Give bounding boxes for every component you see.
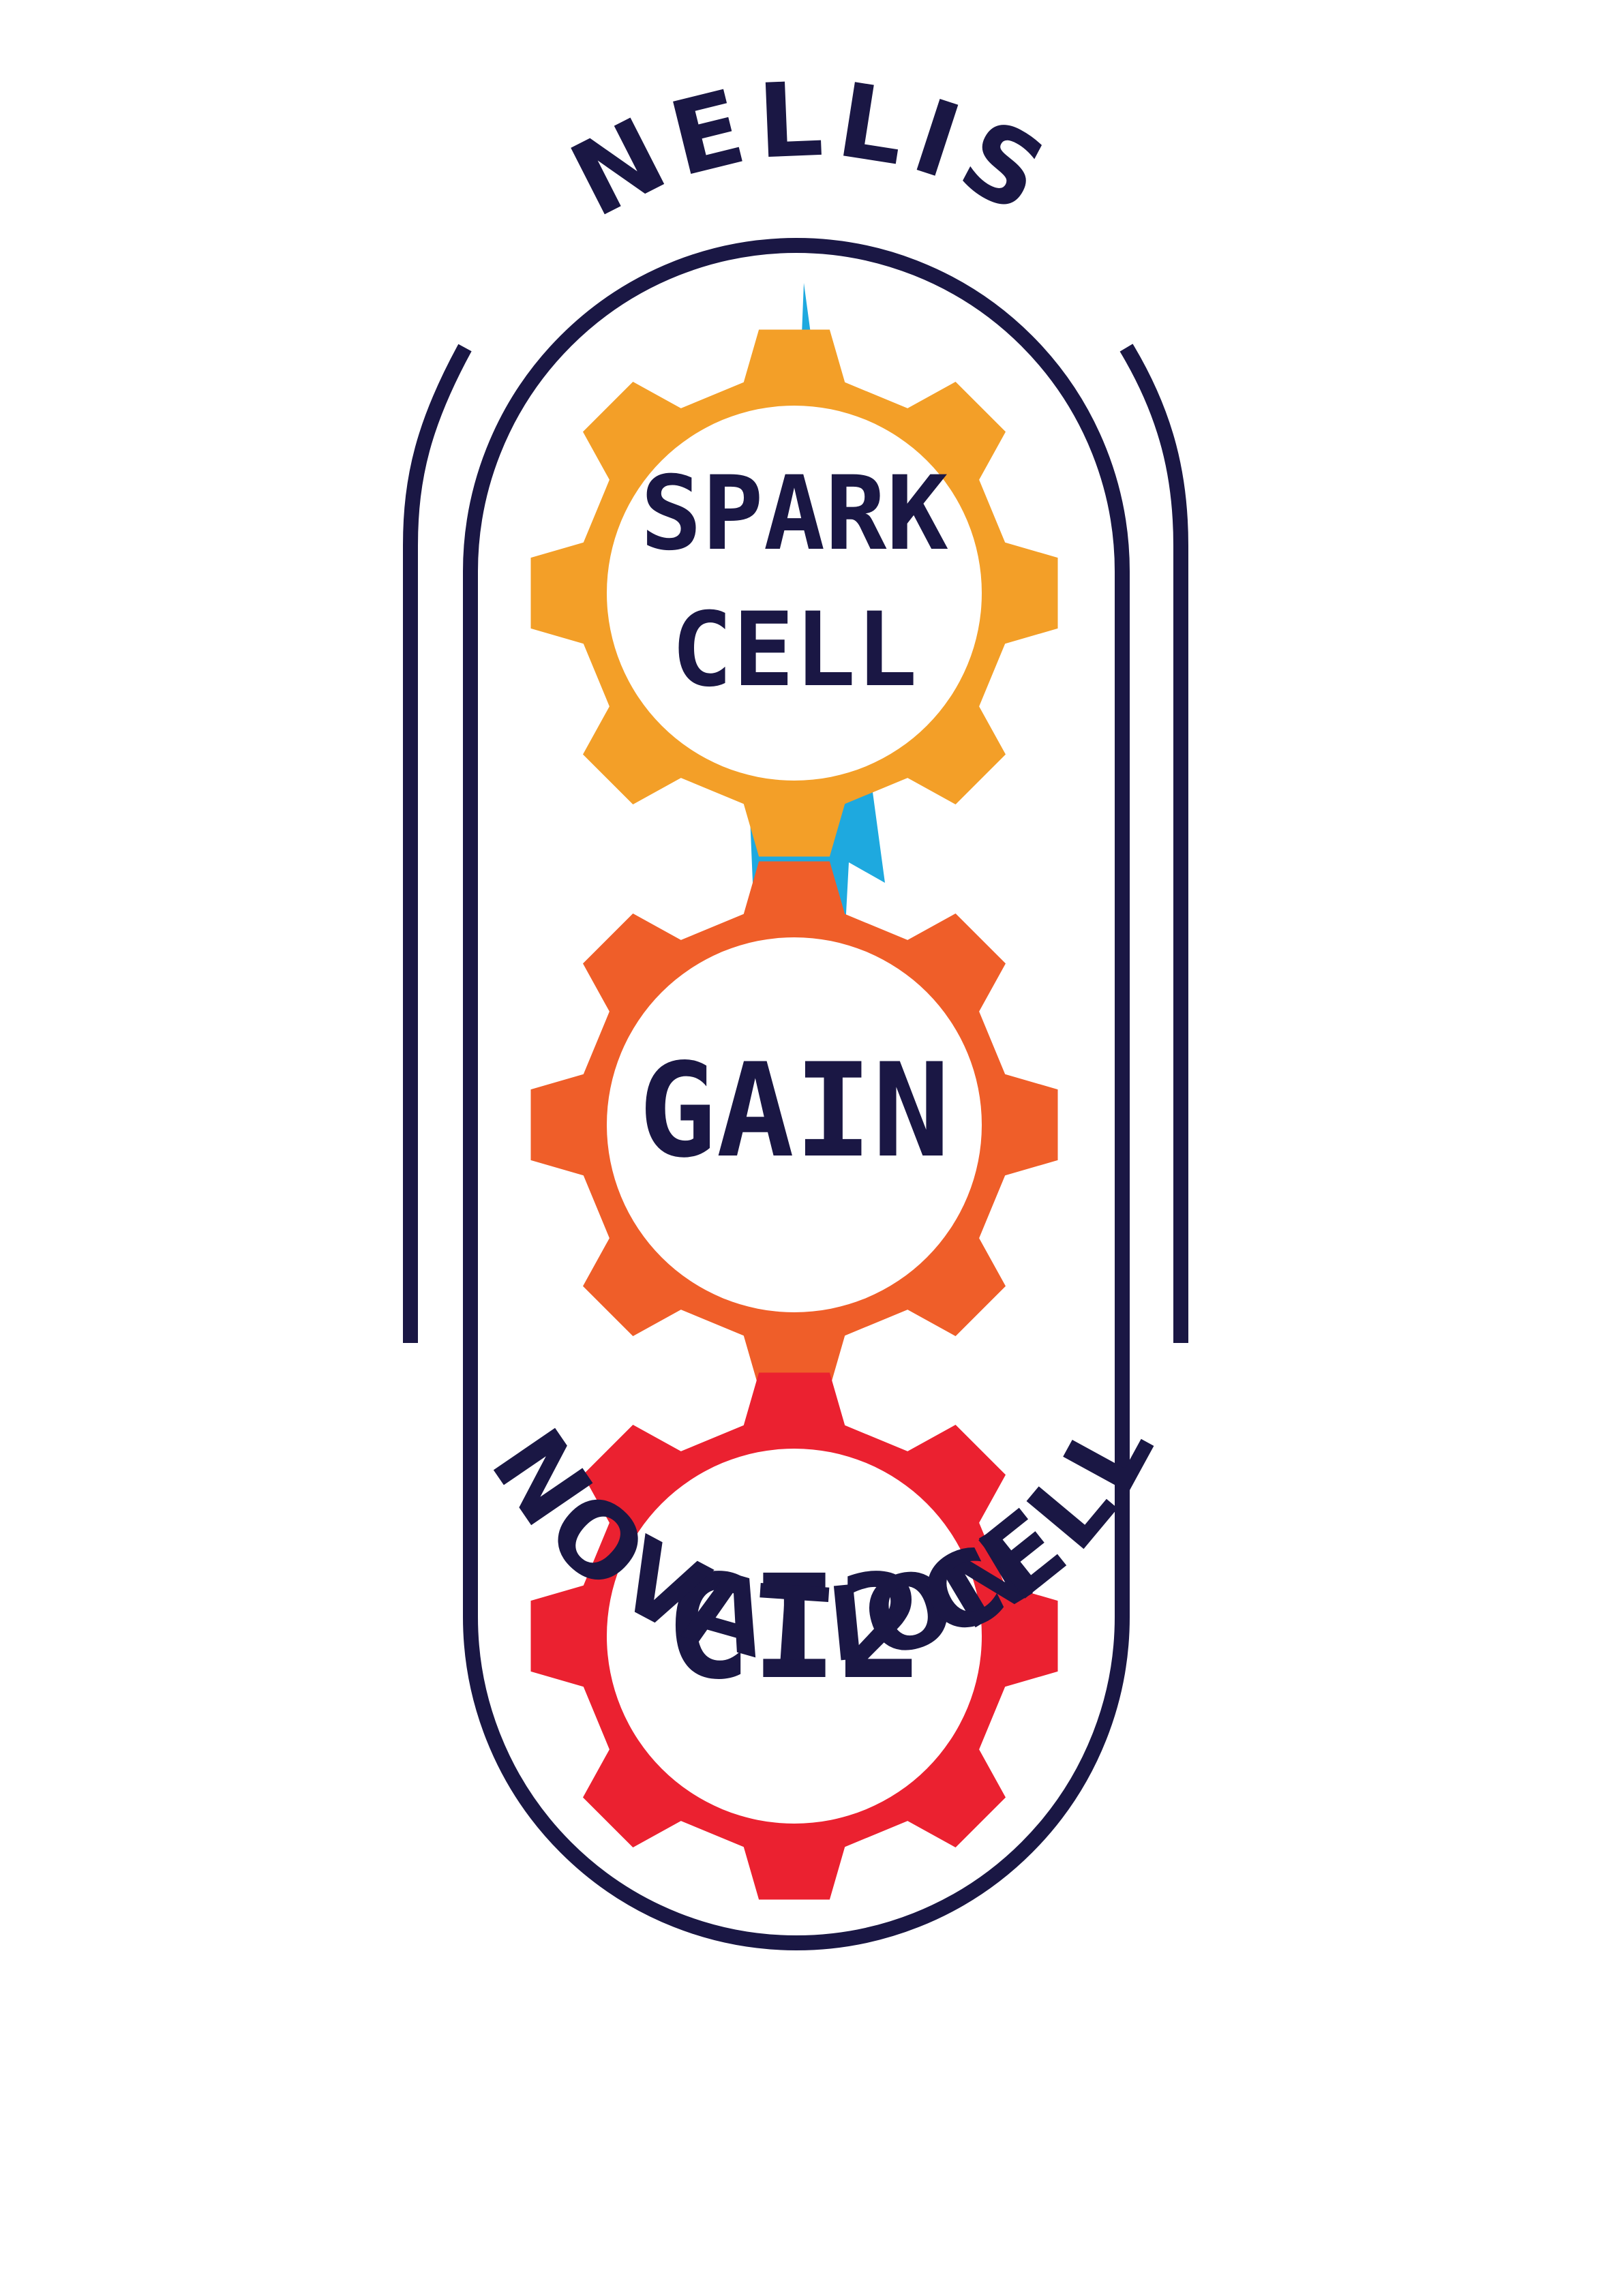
gear-2-label: GAIN [638, 1036, 950, 1186]
left-rail [403, 344, 472, 1343]
right-rail [1119, 344, 1188, 1343]
gear-3-label: CI2 [665, 1544, 923, 1711]
arc-text-top: NELLIS [554, 60, 1071, 241]
arc-text-left: INNOVATION [0, 0, 1059, 1687]
gear-1-line-1: SPARK [640, 455, 948, 573]
gear-1-line-2: CELL [671, 591, 917, 710]
gear-icon [530, 861, 1058, 1389]
gear-icon [530, 329, 1058, 857]
stadium-frame [463, 238, 1130, 1950]
gear-icon [530, 1372, 1058, 1900]
gear-center [607, 937, 982, 1312]
gear-center [607, 1449, 982, 1824]
gear-center [607, 406, 982, 781]
